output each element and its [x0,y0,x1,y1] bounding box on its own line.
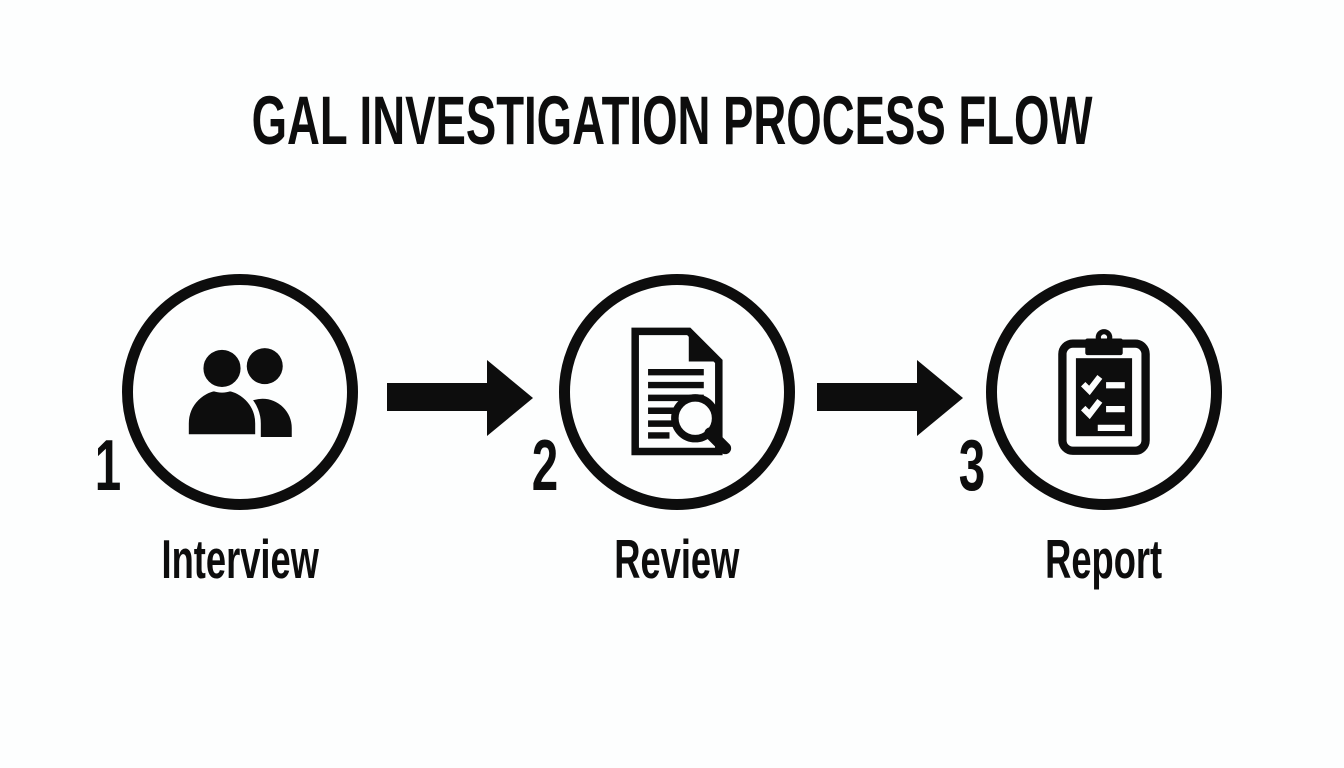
people-icon [183,344,292,440]
step-circle [122,274,358,510]
arrow-right-icon [817,360,963,436]
step-number-badge: 2 [505,430,585,502]
step-circle [986,274,1222,510]
step-label: Report [1045,528,1163,590]
step-number-badge: 3 [932,430,1012,502]
step-number: 2 [531,426,559,506]
step-label-row: Report [954,532,1254,587]
step-interview: 1 Interview [90,274,390,604]
step-circle [559,274,795,510]
step-number: 1 [94,426,122,506]
step-number-badge: 1 [68,430,148,502]
diagram-title-row: GAL INVESTIGATION PROCESS FLOW [0,86,1344,155]
clipboard-checklist-icon [1058,329,1150,455]
step-number: 3 [958,426,986,506]
document-magnifier-icon [631,327,732,456]
diagram-title: GAL INVESTIGATION PROCESS FLOW [251,82,1093,159]
step-label: Interview [161,528,319,590]
step-review: 2 Review [527,274,827,604]
step-label-row: Interview [90,532,390,587]
arrow-right-icon [387,360,533,436]
step-report: 3 Report [954,274,1254,604]
step-label-row: Review [527,532,827,587]
step-label: Review [614,528,740,590]
